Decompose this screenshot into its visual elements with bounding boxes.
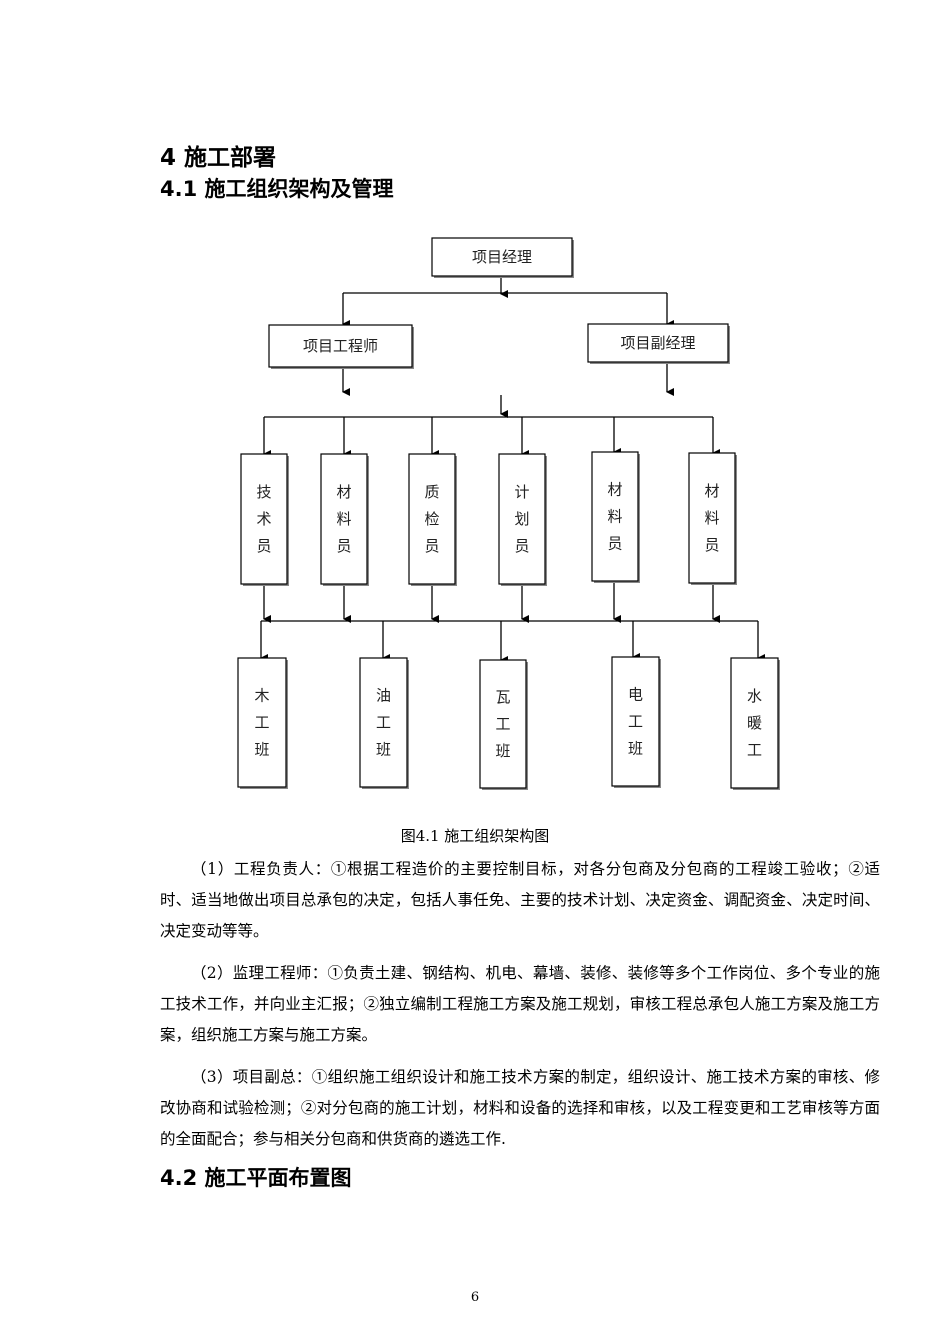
svg-text:材: 材 xyxy=(704,482,719,500)
svg-text:划: 划 xyxy=(514,510,529,528)
svg-text:暖: 暖 xyxy=(747,714,762,732)
org-box-level4: 电工班 xyxy=(611,656,661,788)
org-box-top: 项目经理 xyxy=(431,237,574,278)
svg-text:质: 质 xyxy=(424,483,439,501)
org-box-level4: 瓦工班 xyxy=(479,659,528,790)
svg-text:料: 料 xyxy=(704,509,719,527)
svg-text:技: 技 xyxy=(256,483,271,501)
section-heading: 4 施工部署 xyxy=(160,145,277,171)
svg-text:项目经理: 项目经理 xyxy=(472,248,532,266)
svg-text:班: 班 xyxy=(254,741,269,759)
svg-text:员: 员 xyxy=(514,537,529,555)
org-box-level3: 材料员 xyxy=(591,451,640,583)
svg-text:油: 油 xyxy=(376,687,391,705)
org-box-level3: 计划员 xyxy=(498,453,547,586)
svg-text:员: 员 xyxy=(256,537,271,555)
svg-text:员: 员 xyxy=(424,537,439,555)
paragraph-3: （3）项目副总：①组织施工组织设计和施工技术方案的制定，组织设计、施工技术方案的… xyxy=(160,1068,880,1148)
svg-text:材: 材 xyxy=(336,483,351,501)
org-box-level4: 木工班 xyxy=(237,657,288,789)
org-box-level3: 材料员 xyxy=(320,453,369,586)
org-box-level4: 油工班 xyxy=(359,657,409,789)
org-box-level3: 材料员 xyxy=(688,452,737,585)
org-chart: 项目经理项目工程师项目副经理技术员材料员质检员计划员材料员材料员木工班油工班瓦工… xyxy=(237,237,780,790)
svg-text:员: 员 xyxy=(704,536,719,554)
svg-text:员: 员 xyxy=(607,535,622,553)
svg-text:检: 检 xyxy=(424,510,439,528)
org-box-level2: 项目工程师 xyxy=(268,324,414,369)
svg-text:项目工程师: 项目工程师 xyxy=(303,337,378,355)
svg-text:工: 工 xyxy=(747,741,762,759)
svg-text:班: 班 xyxy=(495,742,510,760)
svg-text:项目副经理: 项目副经理 xyxy=(620,334,695,352)
paragraph-1: （1）工程负责人：①根据工程造价的主要控制目标，对各分包商及分包商的工程竣工验收… xyxy=(160,860,880,940)
svg-text:水: 水 xyxy=(747,687,762,705)
svg-text:班: 班 xyxy=(628,740,643,758)
org-box-level2: 项目副经理 xyxy=(587,323,730,364)
subsection-heading-4-2: 4.2 施工平面布置图 xyxy=(160,1166,352,1190)
svg-text:材: 材 xyxy=(607,481,622,499)
subsection-heading-4-1: 4.1 施工组织架构及管理 xyxy=(160,177,394,201)
svg-text:工: 工 xyxy=(376,714,391,732)
org-box-level4: 水暖工 xyxy=(730,657,780,790)
org-box-level3: 质检员 xyxy=(408,453,457,586)
svg-text:瓦: 瓦 xyxy=(495,688,510,706)
svg-text:计: 计 xyxy=(514,483,529,501)
svg-text:工: 工 xyxy=(495,715,510,733)
svg-text:员: 员 xyxy=(336,537,351,555)
paragraph-2: （2）监理工程师：①负责土建、钢结构、机电、幕墙、装修、装修等多个工作岗位、多个… xyxy=(160,964,880,1044)
svg-text:班: 班 xyxy=(376,741,391,759)
svg-text:电: 电 xyxy=(628,686,643,704)
svg-text:料: 料 xyxy=(336,510,351,528)
svg-text:术: 术 xyxy=(256,510,271,528)
svg-text:木: 木 xyxy=(254,687,269,705)
org-box-level3: 技术员 xyxy=(240,453,289,586)
svg-text:工: 工 xyxy=(628,713,643,731)
figure-caption: 图4.1 施工组织架构图 xyxy=(400,827,550,845)
page-number: 6 xyxy=(470,1290,480,1305)
svg-text:料: 料 xyxy=(607,508,622,526)
svg-text:工: 工 xyxy=(254,714,269,732)
